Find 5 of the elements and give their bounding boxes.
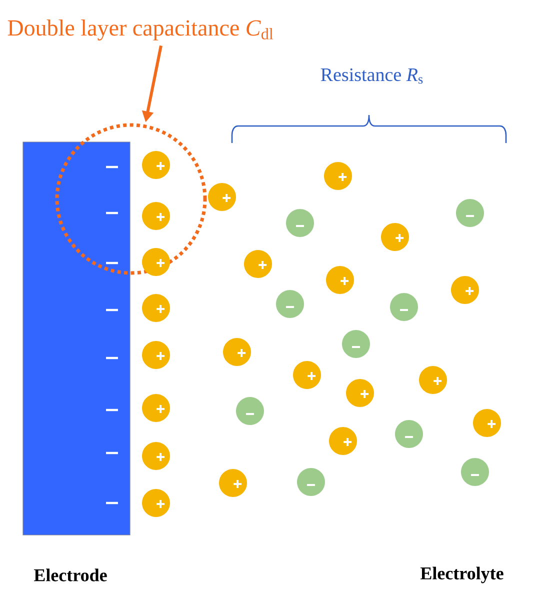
electrode-label: Electrode	[34, 568, 107, 582]
title-text: Double layer capacitance C$_{dl}$	[8, 20, 274, 40]
electrolyte-label: Electrolyte	[420, 566, 504, 584]
resistance-label: Resistance R$_{s}$	[320, 68, 423, 84]
dotted-circle	[55, 123, 207, 275]
